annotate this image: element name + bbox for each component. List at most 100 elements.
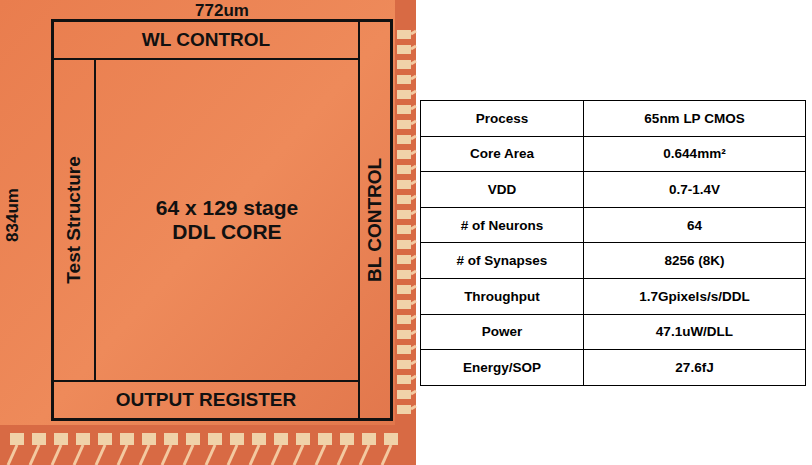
table-cell: 27.6fJ [583,349,806,386]
circuit-block: Test Structure [52,58,96,382]
bond-wire [272,445,281,465]
table-cell: Throughput [420,278,584,315]
table-cell: VDD [420,171,584,208]
table-cell: # of Neurons [420,207,584,244]
bond-wire [411,331,416,334]
bond-wire [411,256,416,259]
bond-pad [397,255,411,264]
table-cell: 0.7-1.4V [583,171,806,208]
table-cell: 8256 (8K) [583,242,806,279]
table-cell: 64 [583,207,806,244]
bond-pad [318,433,332,445]
bond-pad [384,433,398,445]
bond-wire [294,445,303,465]
bond-pad [76,433,90,445]
table-cell: Core Area [420,136,584,173]
bond-pad [164,433,178,445]
bond-wire [30,445,39,465]
bond-pad [397,105,411,114]
table-cell: 47.1uW/DLL [583,314,806,351]
bond-pad [397,165,411,174]
table-cell: 0.644mm² [583,136,806,173]
bond-pad [10,433,24,445]
pad-ring [395,0,416,425]
bond-wire [411,406,416,409]
table-cell: Process [420,100,584,137]
circuit-block: BL CONTROL [358,20,392,420]
bond-pad [397,150,411,159]
bond-wire [140,445,149,465]
bond-pad [397,300,411,309]
bond-pad [362,433,376,445]
bond-wire [411,121,416,124]
bond-wire [411,196,416,199]
bond-wire [228,445,237,465]
bond-wire [411,106,416,109]
table-cell: 1.7Gpixels/s/DDL [583,278,806,315]
bond-pad [397,390,411,399]
table-cell: # of Synapses [420,242,584,279]
dimension-label: 772um [195,1,249,21]
bond-pad [397,345,411,354]
bond-pad [274,433,288,445]
bond-wire [411,271,416,274]
bond-wire [382,445,391,465]
bond-wire [52,445,61,465]
table-cell: Energy/SOP [420,349,584,386]
core-outline [52,20,392,420]
bond-pad [208,433,222,445]
bond-wire [8,445,17,465]
bond-wire [250,445,259,465]
block-label: 64 x 129 stage DDL CORE [137,196,317,244]
bond-wire [411,61,416,64]
bond-pad [397,360,411,369]
dimension-label: 834um [3,188,23,242]
bond-wire [411,361,416,364]
block-label: BL CONTROL [364,158,386,282]
bond-wire [316,445,325,465]
circuit-block: WL CONTROL [52,20,360,60]
bond-pad [230,433,244,445]
circuit-block: OUTPUT REGISTER [52,380,360,420]
bond-wire [206,445,215,465]
bond-wire [411,346,416,349]
bond-pads [8,30,416,465]
bond-wire [411,391,416,394]
bond-pad [397,120,411,129]
circuit-block: 64 x 129 stage DDL CORE [94,58,360,382]
bond-pad [397,180,411,189]
bond-pad [397,75,411,84]
bond-pad [397,330,411,339]
bond-wire [411,91,416,94]
bond-pad [296,433,310,445]
bond-wire [411,301,416,304]
bond-wire [411,226,416,229]
bond-wire [411,286,416,289]
bond-pad [340,433,354,445]
bond-pad [397,240,411,249]
pad-ring [0,425,416,465]
bond-wire [96,445,105,465]
bond-pad [397,60,411,69]
bond-wire [411,76,416,79]
bond-wire [411,376,416,379]
bond-wire [118,445,127,465]
bond-wire [411,46,416,49]
bond-wire [411,211,416,214]
bond-wire [411,241,416,244]
table-cell: 65nm LP CMOS [583,100,806,137]
bond-pad [142,433,156,445]
block-label: Test Structure [63,156,85,283]
bond-pad [397,315,411,324]
block-label: WL CONTROL [142,29,270,51]
bond-wire [411,316,416,319]
bond-pad [397,90,411,99]
bond-pad [54,433,68,445]
bond-pad [186,433,200,445]
die-background [0,0,416,465]
table-cell: Power [420,314,584,351]
bond-wire [338,445,347,465]
bond-pad [397,375,411,384]
bond-wire [411,31,416,34]
bond-pad [397,225,411,234]
